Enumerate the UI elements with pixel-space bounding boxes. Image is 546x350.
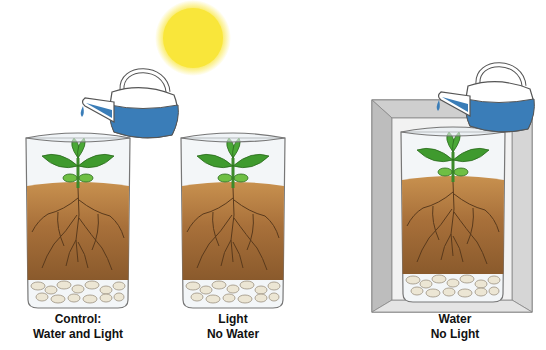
pot-label: No Light bbox=[390, 327, 520, 341]
no-light-watering-can bbox=[437, 65, 535, 132]
pot-label: Control: bbox=[13, 312, 143, 326]
pot-label: Water bbox=[390, 312, 520, 326]
pot-label: No Water bbox=[168, 327, 298, 341]
control-watering-can bbox=[81, 71, 179, 138]
pot-label: Water and Light bbox=[13, 327, 143, 341]
control-pot bbox=[26, 133, 130, 308]
no-light-pot bbox=[401, 127, 505, 302]
sun-glow bbox=[155, 0, 231, 76]
pot-label: Light bbox=[168, 312, 298, 326]
no-water-pot bbox=[181, 133, 285, 308]
sun bbox=[163, 8, 223, 68]
